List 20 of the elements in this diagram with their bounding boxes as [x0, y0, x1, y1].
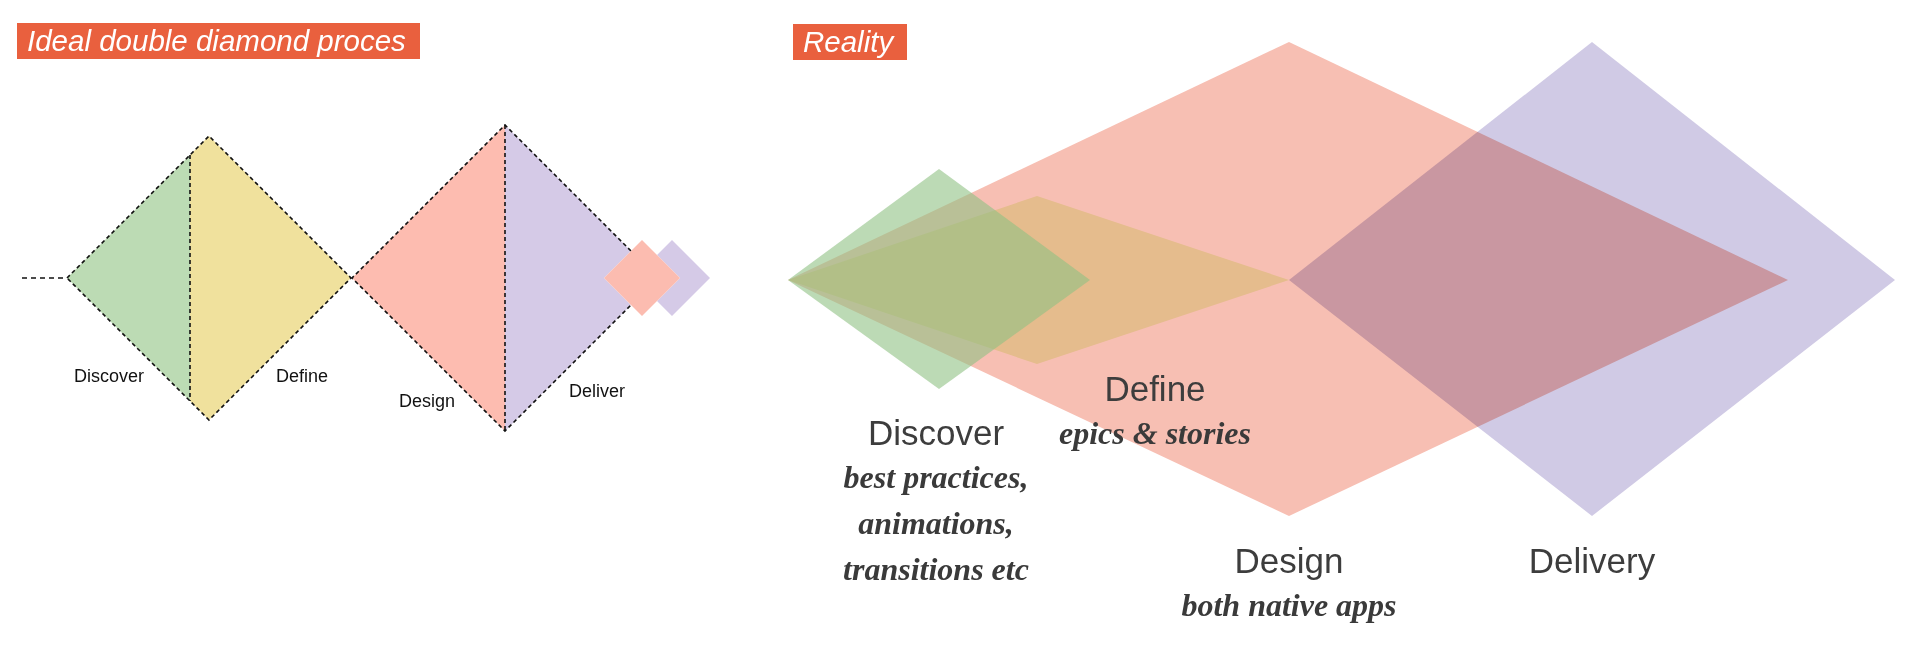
diamond-half [67, 155, 190, 401]
stage-label: Define [276, 365, 328, 387]
heading-banner: Ideal double diamond proces [17, 23, 420, 59]
stage-label: Discover [74, 365, 144, 387]
stage-label: Design [1234, 540, 1344, 582]
small-diamond [604, 240, 680, 316]
stage-label: Deliver [569, 380, 625, 402]
stage-label: Define [1104, 368, 1206, 410]
small-diamond [657, 240, 710, 316]
handwritten-note: both native apps [1181, 586, 1397, 625]
diamond-half [505, 125, 631, 431]
handwritten-note: epics & stories [1059, 414, 1251, 453]
stage-label: Design [399, 390, 455, 412]
diamond-half [352, 125, 505, 431]
stage-label: Discover [867, 412, 1005, 454]
heading-banner: Reality [793, 24, 908, 60]
diamond-half [190, 136, 351, 420]
handwritten-note: best practices, animations, transitions etc [842, 458, 1030, 589]
stage-label: Delivery [1528, 540, 1656, 582]
dashed-diamond-outline [67, 136, 351, 420]
